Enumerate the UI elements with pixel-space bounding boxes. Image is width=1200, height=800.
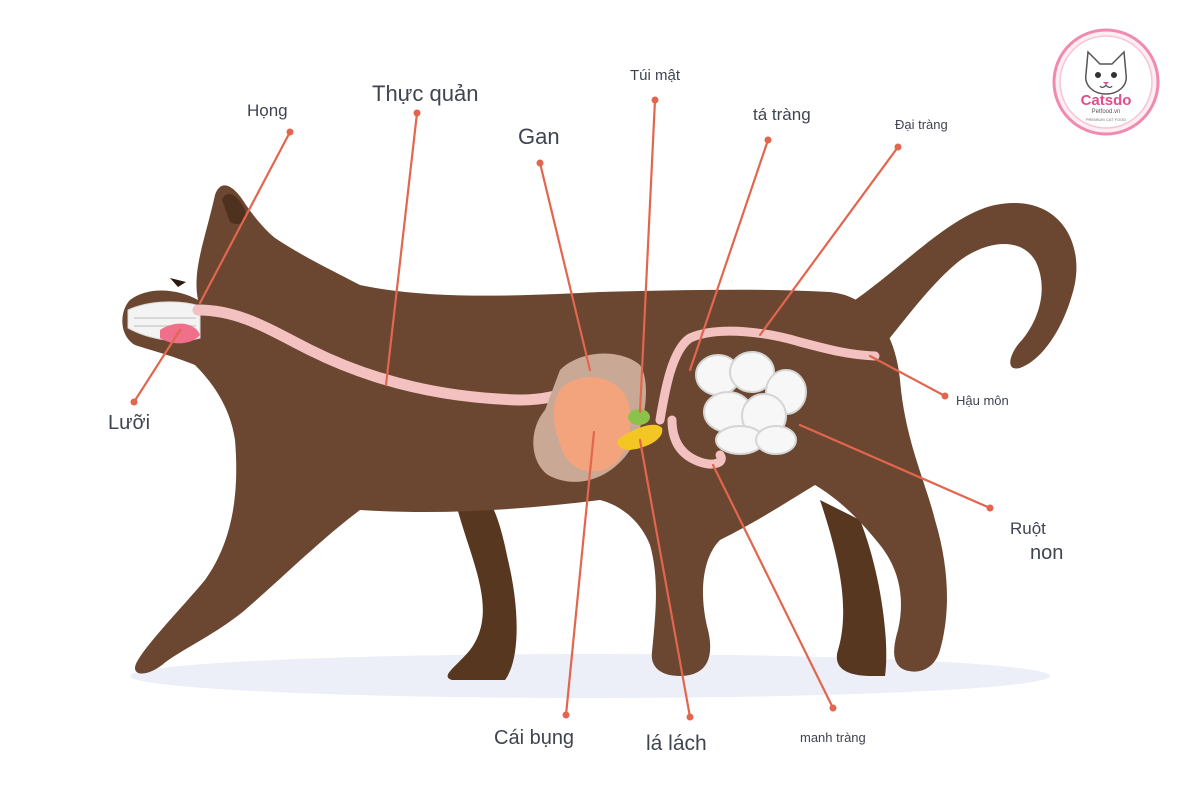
brand-logo: Catsdo Petfood.vn PREMIUM CAT FOOD — [1052, 28, 1160, 136]
leader-cai-bung — [564, 430, 596, 717]
cat-mouth — [127, 301, 201, 344]
label-ham-mon: Hậu môn — [956, 393, 1009, 408]
label-manh-trang: manh tràng — [800, 730, 866, 745]
label-la-lach: lá lách — [646, 732, 707, 755]
leader-hong — [198, 130, 292, 305]
cat-eye — [170, 278, 186, 287]
liver — [553, 377, 631, 472]
cat-ear-inner — [222, 193, 246, 225]
leader-luoi — [132, 328, 182, 404]
leader-dot-ta-trang — [764, 136, 772, 144]
leader-tui-mat — [638, 98, 657, 414]
leader-dot-dai-trang — [894, 143, 902, 151]
cat-face-icon — [1085, 50, 1127, 95]
leader-dot-ham-mon — [941, 392, 949, 400]
leader-dot-la-lach — [686, 713, 694, 721]
leader-la-lach — [638, 438, 692, 719]
tongue — [160, 323, 200, 344]
label-gan: Gan — [518, 124, 560, 149]
leader-dot-gan — [536, 159, 544, 167]
label-thuc-quan: Thực quản — [372, 81, 479, 106]
cat-far-legs — [447, 490, 887, 680]
leader-ham-mon — [868, 354, 947, 398]
label-hong: Họng — [247, 101, 288, 120]
leader-ruot-non — [798, 423, 992, 510]
cecum-tube — [667, 415, 726, 469]
label-non: non — [1030, 542, 1064, 564]
label-tui-mat: Túi mật — [630, 67, 681, 84]
cat-tail — [855, 203, 1077, 369]
leader-dot-manh-trang — [829, 704, 837, 712]
leader-dot-cai-bung — [562, 711, 570, 719]
label-cai-bung: Cái bụng — [494, 727, 575, 749]
cat-body — [122, 185, 947, 676]
leader-thuc-quan — [384, 111, 419, 387]
label-dai-trang: Đại tràng — [895, 117, 948, 132]
logo-sub: Petfood.vn — [1091, 109, 1121, 115]
label-ruot: Ruột — [1010, 519, 1046, 538]
small-intestine — [695, 351, 807, 455]
label-luoi: Lưỡi — [108, 412, 151, 434]
esophagus — [192, 304, 581, 406]
logo-tagline: PREMIUM CAT FOOD — [1085, 117, 1127, 122]
large-intestine — [655, 326, 880, 425]
leader-dot-luoi — [130, 398, 138, 406]
leader-gan — [538, 161, 592, 372]
logo-brand: Catsdo — [1080, 92, 1132, 109]
leader-dot-ruot-non — [986, 504, 994, 512]
spleen — [617, 424, 663, 450]
logo-badge — [1052, 28, 1160, 136]
leader-dot-hong — [286, 128, 294, 136]
leader-dot-thuc-quan — [413, 109, 421, 117]
label-ta-trang: tá tràng — [753, 105, 811, 124]
leader-ta-trang — [688, 138, 770, 372]
ground-shadow — [130, 654, 1050, 698]
leader-dai-trang — [758, 145, 900, 337]
gallbladder — [628, 409, 650, 425]
leader-manh-trang — [711, 463, 835, 710]
leader-dot-tui-mat — [651, 96, 659, 104]
